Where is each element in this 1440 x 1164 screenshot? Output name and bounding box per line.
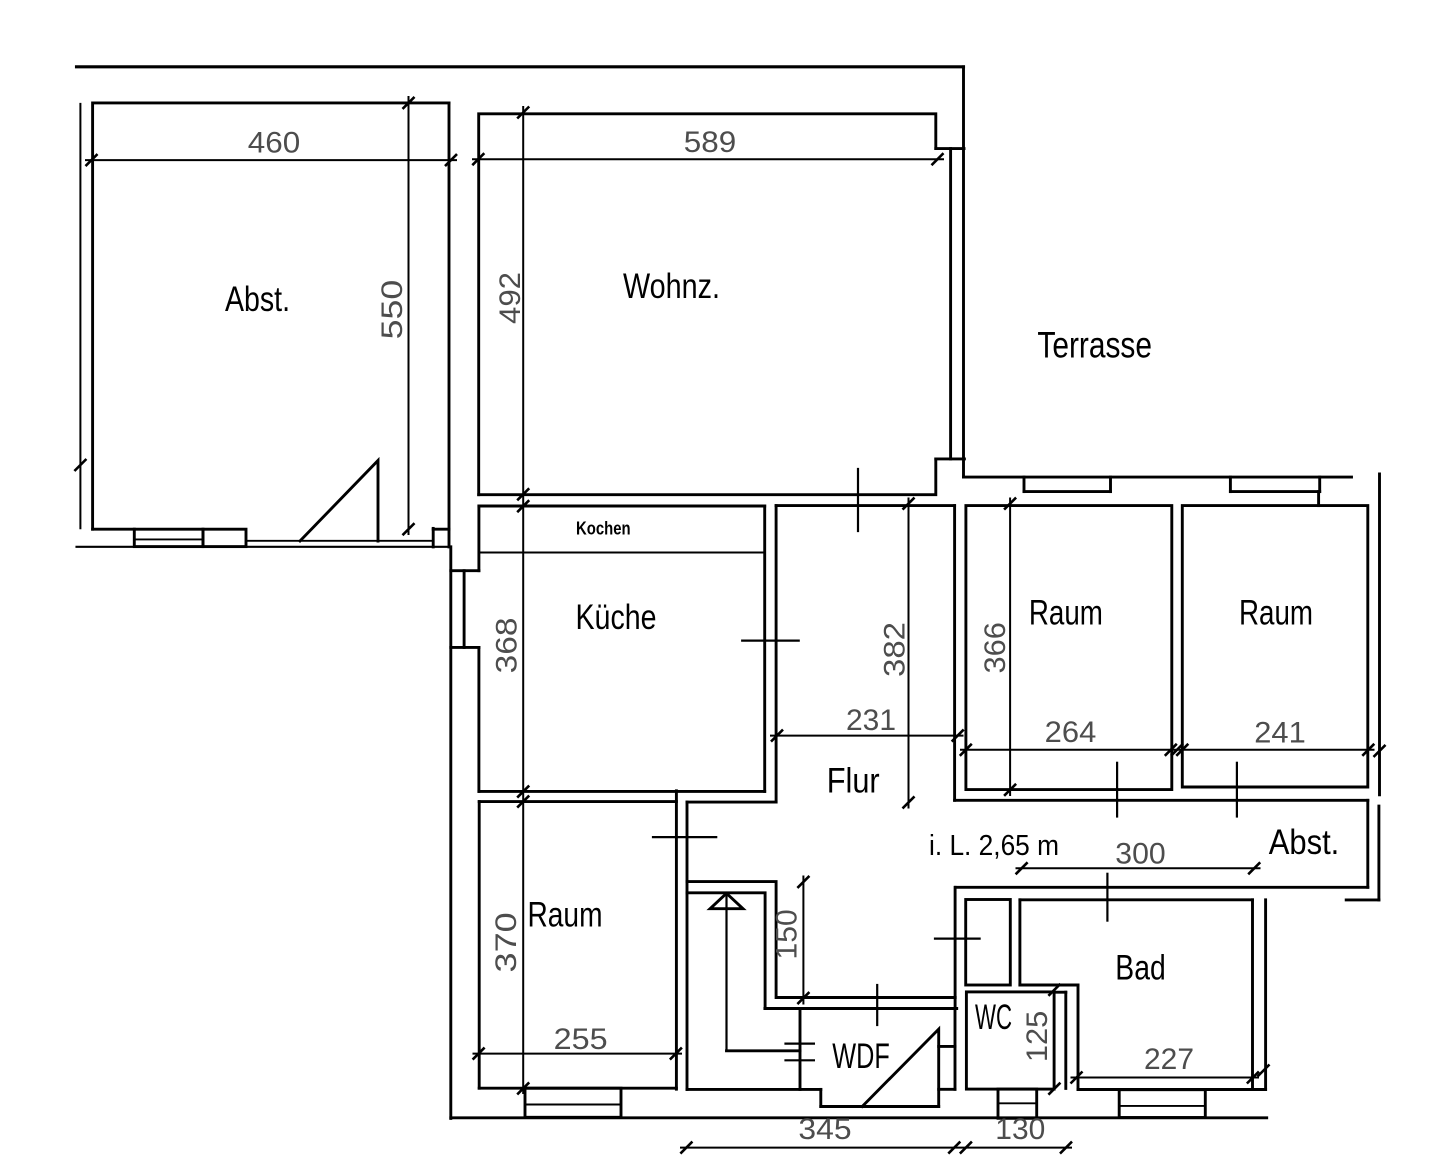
svg-text:492: 492	[494, 272, 527, 324]
svg-text:241: 241	[1254, 716, 1306, 749]
svg-text:368: 368	[491, 618, 524, 674]
svg-text:Küche: Küche	[576, 598, 657, 637]
svg-text:Bad: Bad	[1115, 949, 1165, 988]
svg-text:264: 264	[1045, 716, 1097, 749]
svg-text:WC: WC	[975, 998, 1012, 1037]
svg-text:589: 589	[684, 126, 736, 159]
svg-text:Raum: Raum	[528, 896, 603, 935]
svg-text:150: 150	[771, 909, 804, 959]
svg-text:255: 255	[554, 1023, 608, 1056]
svg-text:366: 366	[979, 622, 1012, 674]
svg-text:300: 300	[1115, 837, 1165, 870]
svg-text:550: 550	[376, 280, 409, 340]
svg-text:125: 125	[1021, 1011, 1054, 1062]
svg-text:Raum: Raum	[1239, 594, 1313, 633]
svg-text:460: 460	[248, 127, 300, 160]
svg-text:Raum: Raum	[1029, 594, 1103, 633]
svg-text:Terrasse: Terrasse	[1037, 325, 1152, 366]
svg-text:227: 227	[1144, 1043, 1194, 1076]
svg-text:Kochen: Kochen	[576, 519, 631, 539]
svg-text:Flur: Flur	[827, 762, 880, 801]
svg-text:130: 130	[995, 1113, 1045, 1146]
svg-text:231: 231	[846, 704, 896, 737]
svg-text:Abst.: Abst.	[1269, 823, 1340, 862]
svg-text:345: 345	[798, 1113, 851, 1146]
svg-text:i. L. 2,65 m: i. L. 2,65 m	[929, 830, 1059, 862]
svg-text:370: 370	[490, 912, 523, 972]
svg-text:Abst.: Abst.	[225, 280, 290, 319]
svg-text:382: 382	[879, 622, 912, 677]
svg-text:WDF: WDF	[832, 1037, 890, 1076]
svg-text:Wohnz.: Wohnz.	[623, 267, 720, 306]
